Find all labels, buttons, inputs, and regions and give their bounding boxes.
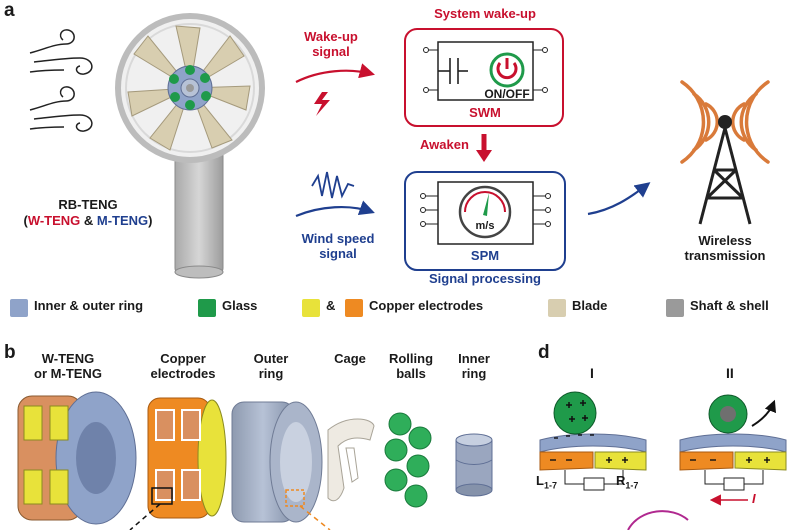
- current-label: I: [752, 491, 756, 506]
- awaken-label: Awaken: [420, 137, 469, 152]
- legend-label-shell: Shaft & shell: [690, 298, 769, 313]
- spm-heading: Signal processing: [429, 271, 541, 286]
- cycle-arrow: [627, 510, 689, 530]
- state-label-2: II: [726, 365, 734, 381]
- part-label-cage: Cage: [334, 351, 366, 366]
- transmit-arrow: [587, 182, 651, 216]
- swm-module: [404, 28, 564, 127]
- capacitor-icon: [438, 58, 468, 84]
- legend-label-copper: Copper electrodes: [369, 298, 484, 313]
- swm-heading: System wake-up: [434, 6, 536, 21]
- panel-label-b: b: [4, 342, 16, 363]
- lightning-icon: [314, 92, 330, 116]
- panel-d-state-1: [539, 391, 647, 491]
- legend-swatch-ring: [10, 299, 28, 317]
- panel-d-state-2: [627, 394, 787, 530]
- power-button-icon: [489, 52, 525, 88]
- left-electrode-label: L1-7: [536, 473, 557, 491]
- spm-short: SPM: [470, 248, 500, 263]
- panel-label-d: d: [538, 342, 550, 363]
- wind-speed-arrow: [295, 200, 375, 218]
- outer-ring-part: [231, 401, 331, 530]
- antenna-tower-icon: [680, 80, 770, 225]
- legend-label-ring: Inner & outer ring: [34, 298, 144, 313]
- gauge-unit: m/s: [475, 220, 495, 232]
- right-electrode-label: R1-7: [616, 473, 639, 491]
- spm-module: [404, 171, 566, 271]
- wteng-part: [17, 391, 137, 525]
- switch-label: ON/OFF: [484, 87, 530, 101]
- swm-short: SWM: [469, 105, 501, 120]
- panel-label-a: a: [4, 0, 15, 21]
- legend-swatch-yellow-electrode: [302, 299, 320, 317]
- legend-label-blade: Blade: [572, 298, 608, 313]
- state-label-1: I: [590, 365, 594, 381]
- wind-icon: [29, 29, 93, 132]
- wakeup-arrow: [295, 63, 375, 83]
- device-name: RB-TENG: [58, 197, 118, 212]
- device-variants: (W-TENG & M-TENG): [23, 213, 153, 228]
- legend-swatch-shell: [666, 299, 684, 317]
- legend-swatch-orange-electrode: [345, 299, 363, 317]
- cage-part: [327, 418, 375, 502]
- inner-ring-part: [455, 433, 493, 497]
- rolling-balls-part: [384, 412, 432, 508]
- copper-electrodes-part: [129, 397, 227, 530]
- legend-swatch-blade: [548, 299, 566, 317]
- rb-teng-device-illustration: [115, 13, 265, 279]
- legend-swatch-glass: [198, 299, 216, 317]
- legend-label-amp: &: [326, 298, 336, 313]
- wind-signal-icon: [311, 171, 355, 199]
- legend-label-glass: Glass: [222, 298, 258, 313]
